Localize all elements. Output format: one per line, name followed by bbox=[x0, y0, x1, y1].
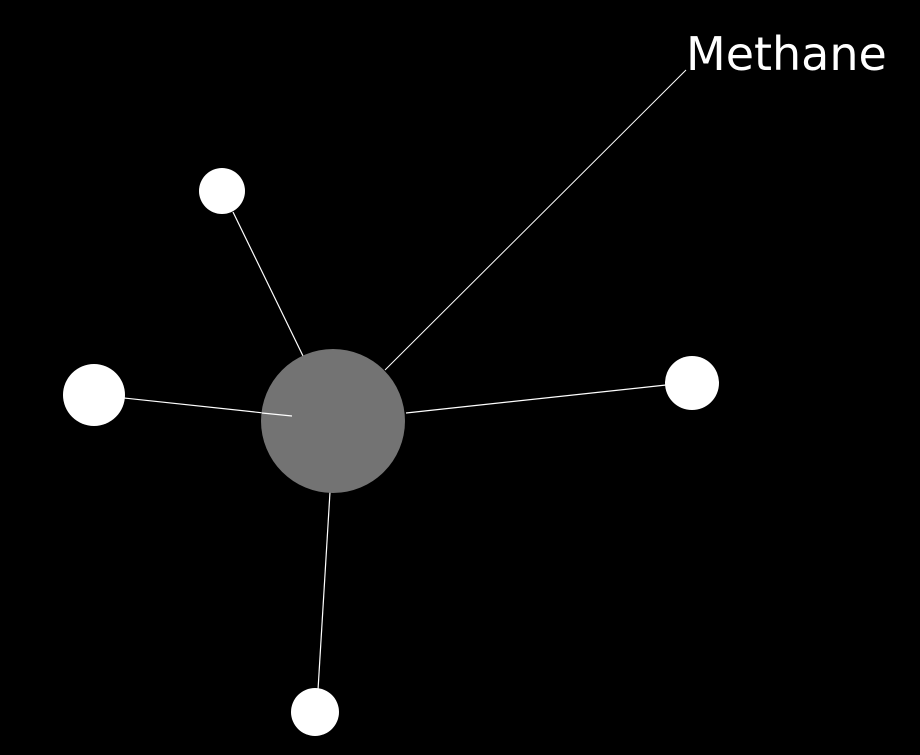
bond-line-h4 bbox=[317, 491, 331, 691]
label-leader-line bbox=[384, 69, 687, 371]
hydrogen-atom-h1 bbox=[199, 168, 245, 214]
molecule-name-label: Methane bbox=[686, 27, 887, 81]
bond-tip-h2 bbox=[261, 412, 293, 417]
carbon-atom bbox=[261, 349, 405, 493]
atoms-group bbox=[63, 168, 719, 736]
bond-line-h1 bbox=[232, 211, 305, 359]
hydrogen-atom-h3 bbox=[665, 356, 719, 410]
hydrogen-atom-h2 bbox=[63, 364, 125, 426]
hydrogen-atom-h4 bbox=[291, 688, 339, 736]
bond-line-h3 bbox=[405, 384, 667, 414]
